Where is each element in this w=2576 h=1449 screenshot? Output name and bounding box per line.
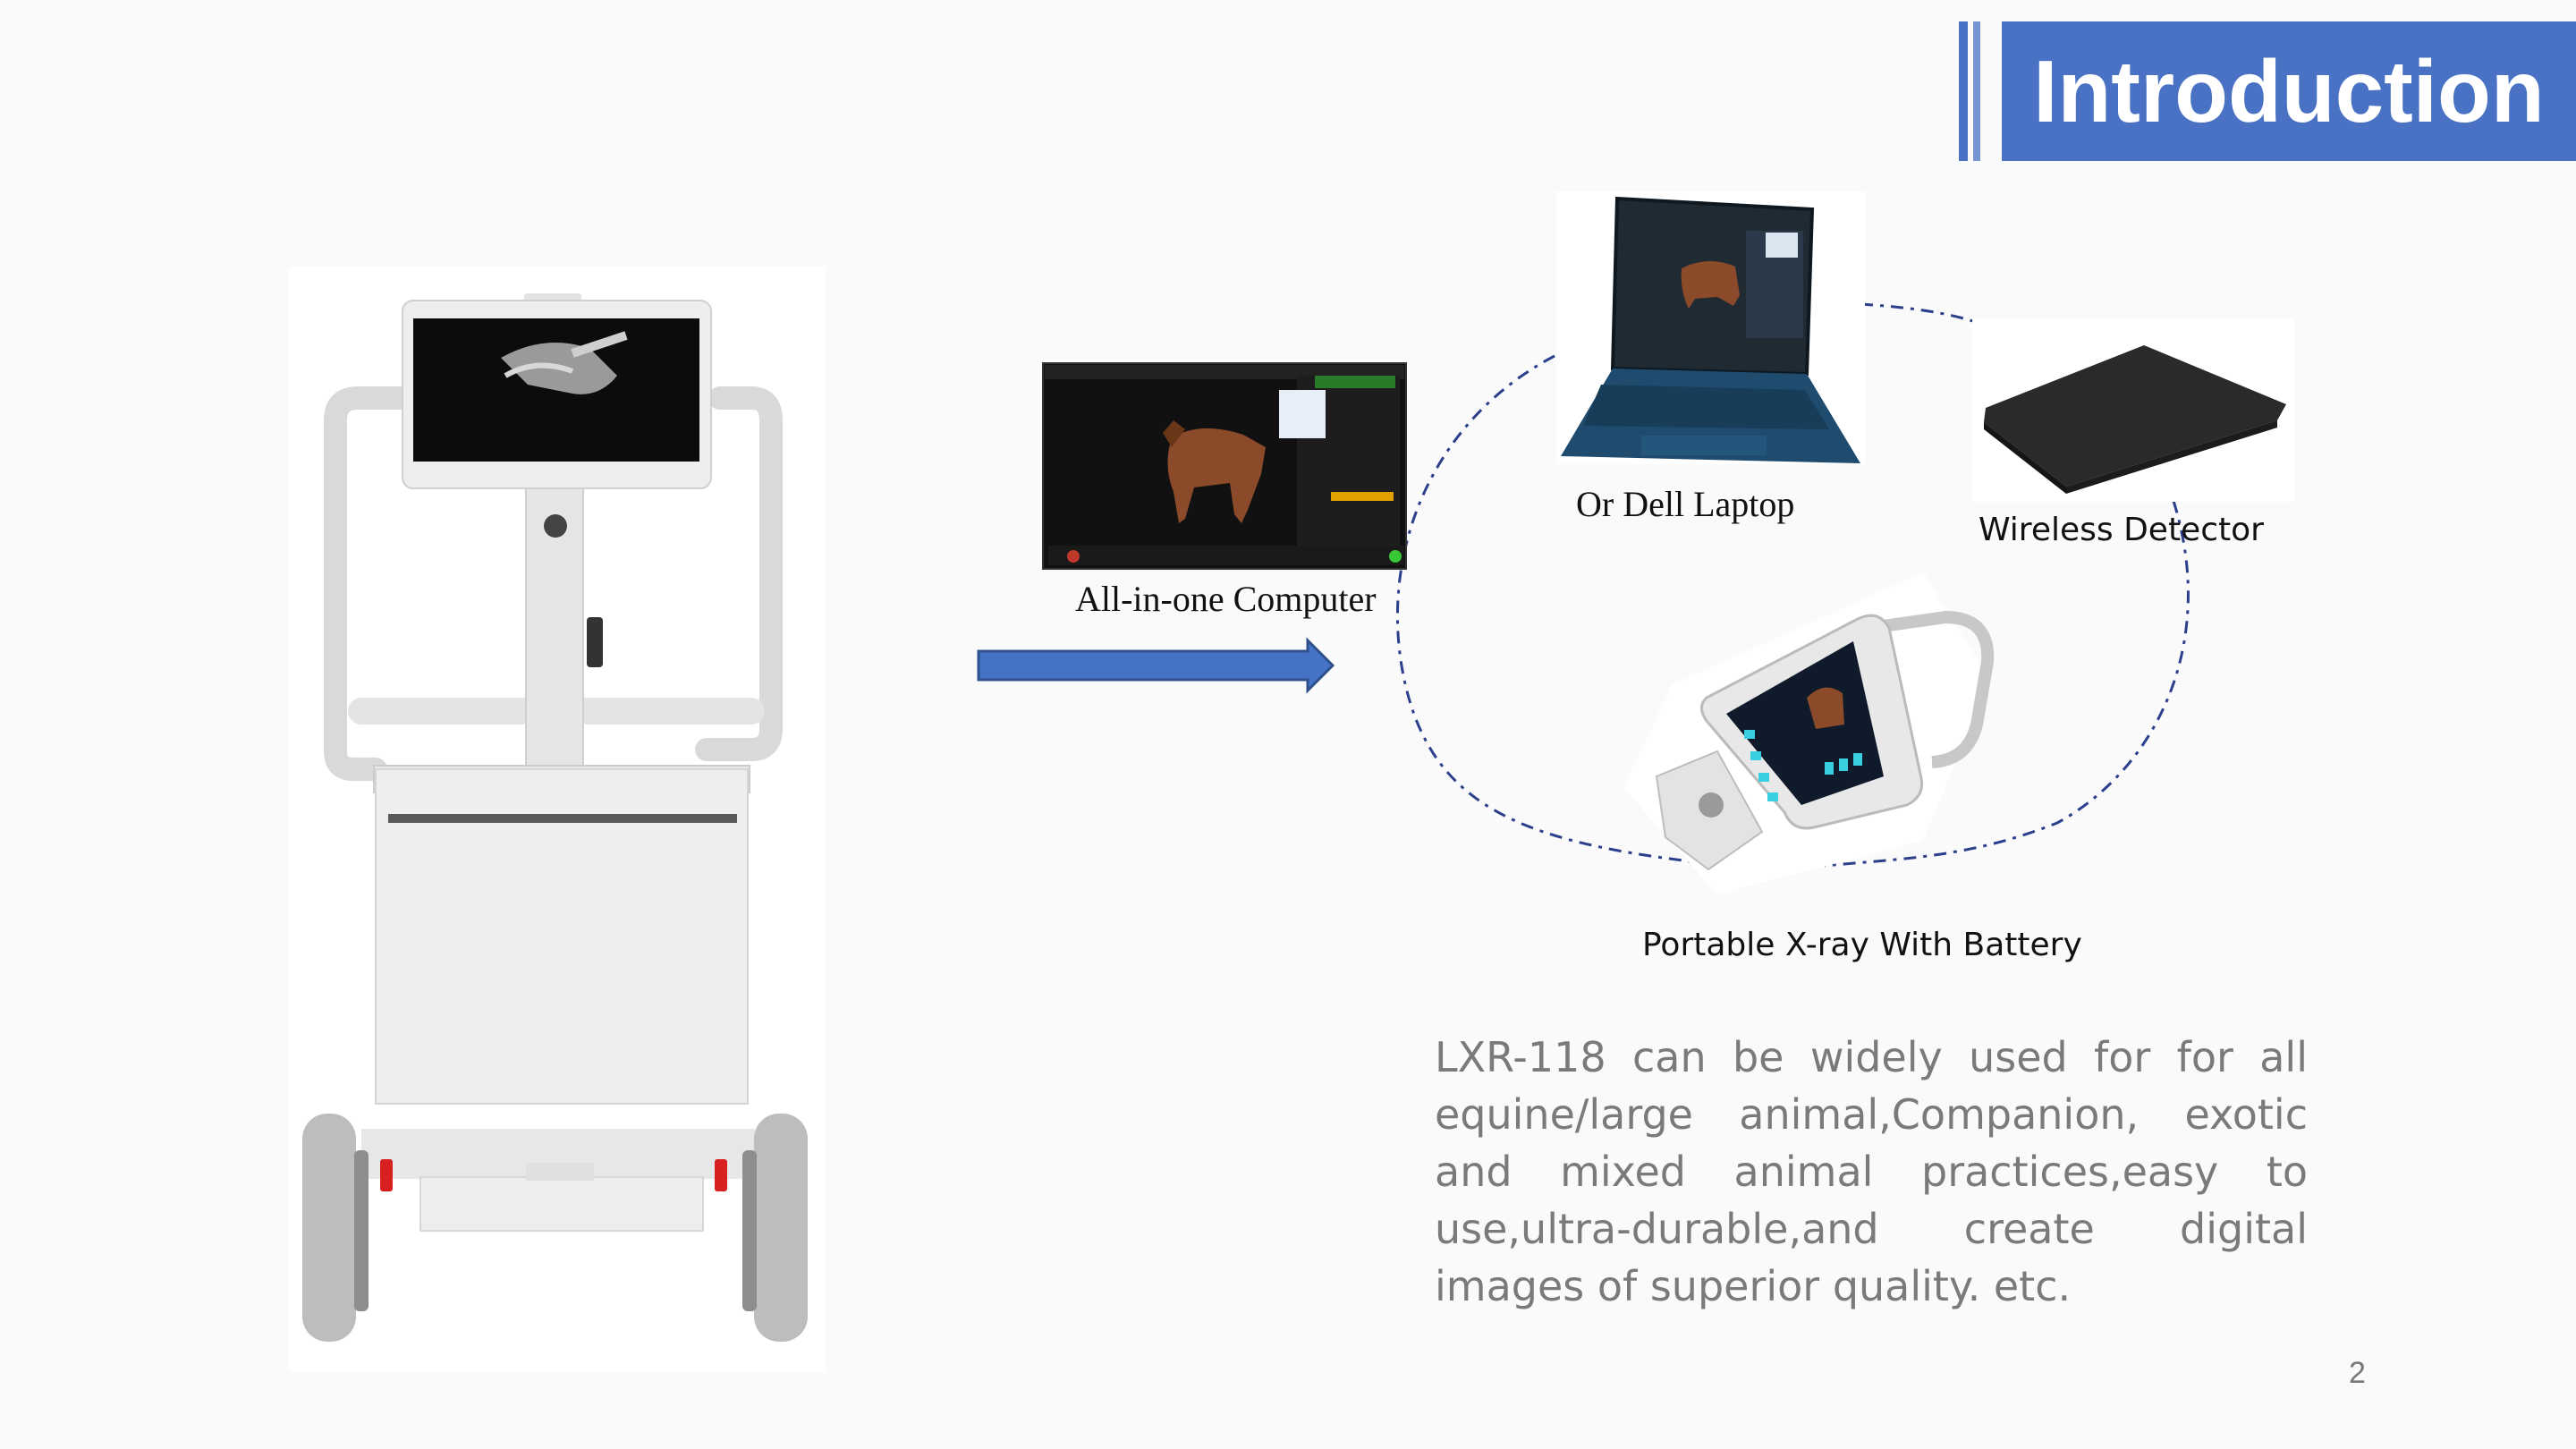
page-number: 2 xyxy=(2349,1356,2366,1390)
wireless-detector-label: Wireless Detector xyxy=(1979,512,2264,548)
arrow-right-icon xyxy=(977,637,1335,694)
header-title-box: Introduction xyxy=(2002,21,2576,161)
header-accent-bar xyxy=(1959,21,1968,161)
header-accent-bar-secondary xyxy=(1973,21,1980,161)
portable-xray-label: Portable X-ray With Battery xyxy=(1642,927,2082,963)
portable-xray-image xyxy=(1623,572,1995,894)
laptop-image xyxy=(1556,191,1865,464)
page-title: Introduction xyxy=(2033,41,2545,140)
wireless-detector-image xyxy=(1972,318,2294,502)
laptop-label: Or Dell Laptop xyxy=(1576,484,1795,524)
all-in-one-computer-image xyxy=(1042,362,1407,570)
xray-cart-image xyxy=(302,293,808,1342)
all-in-one-computer-label: All-in-one Computer xyxy=(1075,579,1377,619)
connection-ring xyxy=(1395,354,1691,863)
product-description: LXR-118 can be widely used for for all e… xyxy=(1435,1033,2308,1310)
